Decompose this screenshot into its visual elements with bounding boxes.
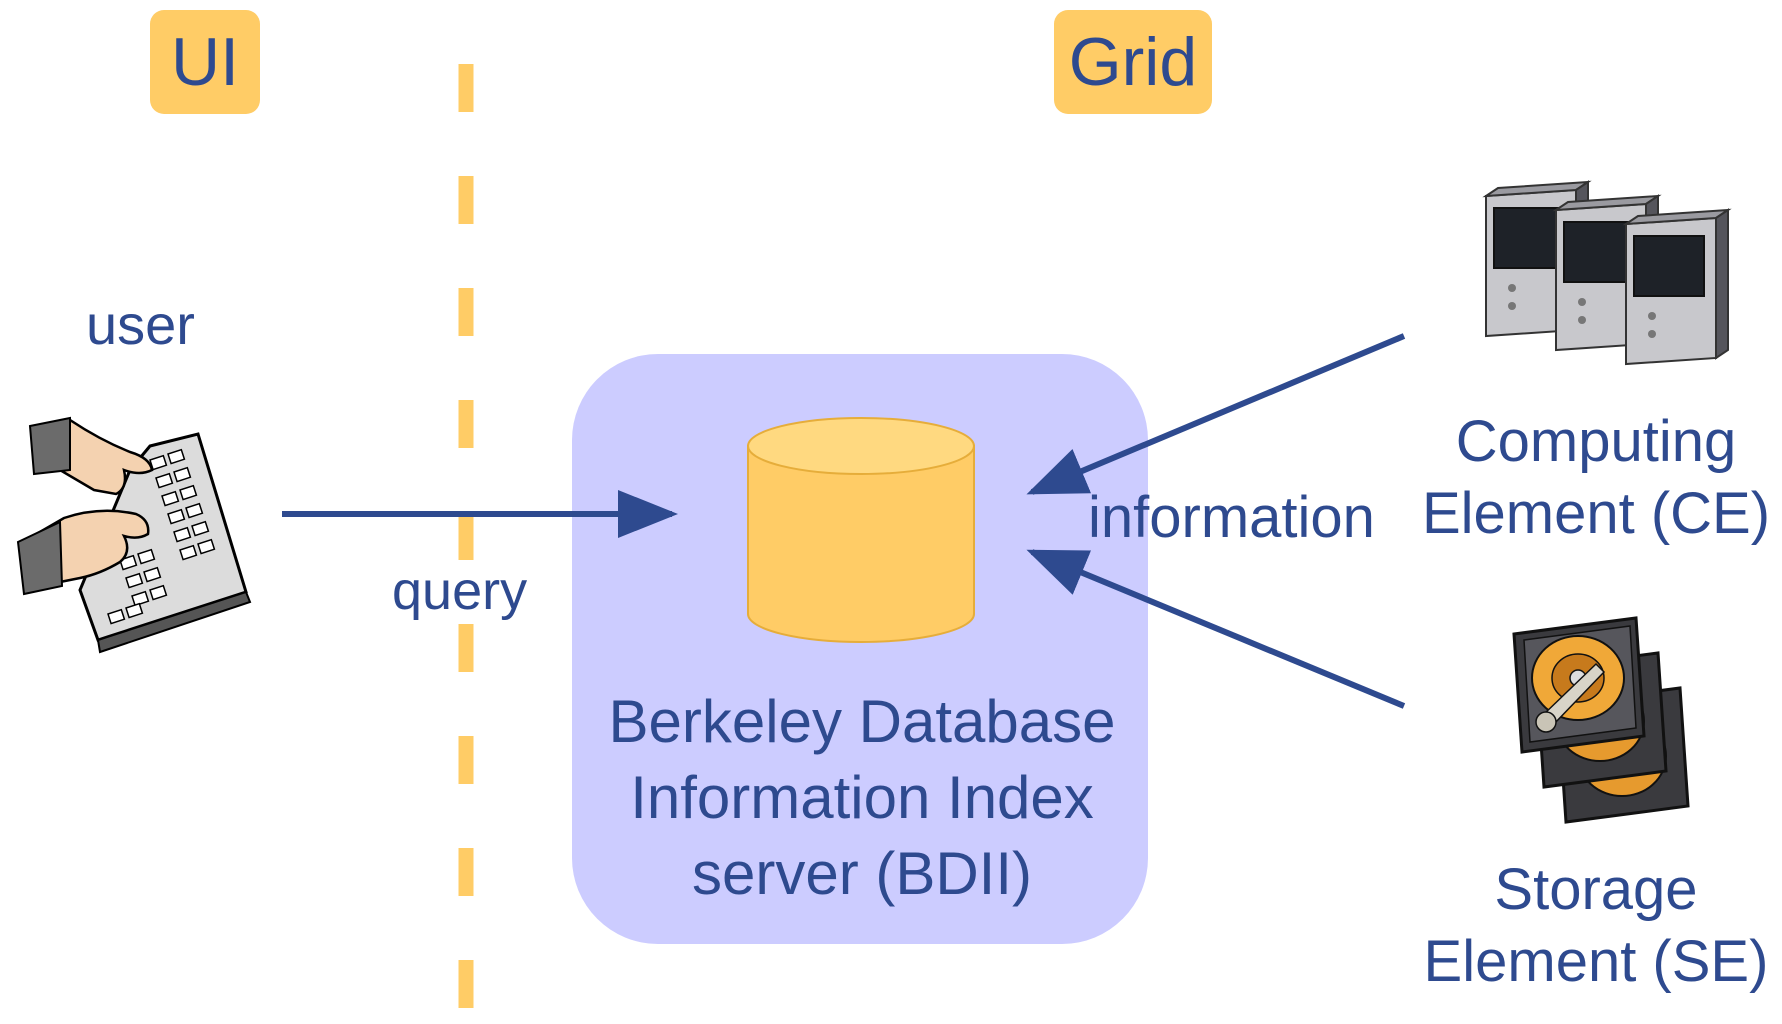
- bdii-label: Berkeley Database Information Index serv…: [572, 684, 1152, 912]
- grid-section-tag: Grid: [1054, 10, 1212, 114]
- server-towers-icon: [1482, 180, 1732, 366]
- se-label-line: Element (SE): [1423, 929, 1769, 994]
- bdii-label-line: Berkeley Database: [608, 688, 1116, 755]
- database-cylinder-icon: [747, 417, 975, 643]
- user-label: user: [86, 293, 195, 356]
- storage-element-label: Storage Element (SE): [1406, 854, 1782, 998]
- bdii-label-line: Information Index: [630, 764, 1094, 831]
- ce-label-line: Element (CE): [1421, 481, 1771, 546]
- ce-label-line: Computing: [1455, 409, 1737, 474]
- se-label-line: Storage: [1494, 857, 1698, 922]
- bdii-label-line: server (BDII): [691, 840, 1033, 907]
- se-information-arrow: [1026, 549, 1406, 709]
- query-label: query: [392, 561, 528, 621]
- ui-section-tag: UI: [150, 10, 260, 114]
- information-label: information: [1088, 485, 1375, 550]
- hard-drives-icon: [1512, 616, 1690, 824]
- computing-element-label: Computing Element (CE): [1406, 406, 1782, 550]
- keyboard-hands-icon: [16, 416, 252, 654]
- ce-information-arrow: [1026, 333, 1406, 495]
